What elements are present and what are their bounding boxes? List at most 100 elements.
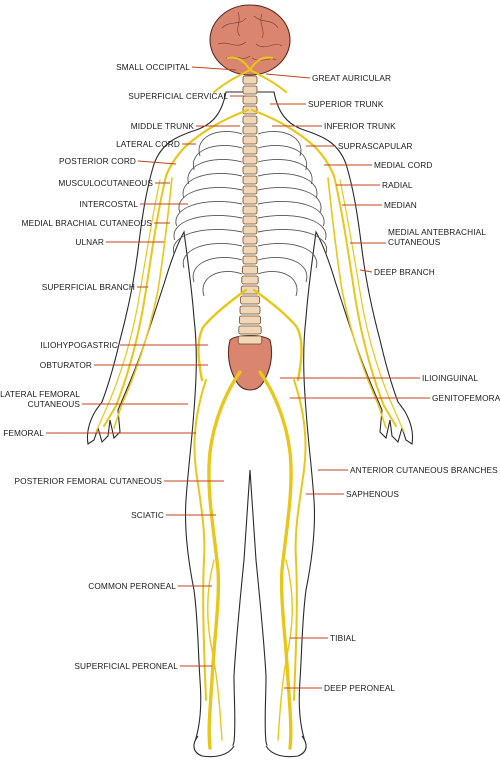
vertebra [242, 125, 258, 135]
label-lateral-cord: LATERAL CORD [116, 139, 180, 149]
vertebra [242, 235, 258, 245]
vertebra [238, 325, 262, 335]
rib [172, 229, 243, 255]
label-medial-antebrachial-cutaneous: CUTANEOUS [388, 237, 441, 247]
label-superficial-branch: SUPERFICIAL BRANCH [42, 282, 135, 292]
rib [257, 145, 308, 171]
label-inferior-trunk: INFERIOR TRUNK [324, 121, 396, 131]
vertebra [242, 135, 258, 145]
lumbar-plexus-left [197, 288, 248, 382]
rib [198, 131, 243, 157]
label-lateral-femoral: LATERAL FEMORAL [0, 389, 80, 399]
rib [187, 159, 243, 185]
vertebra [237, 335, 263, 345]
rib [257, 173, 318, 199]
left-arm-ulnar [113, 177, 173, 429]
vertebra [242, 255, 258, 265]
right-peroneal [277, 559, 293, 741]
label-genitofemoral: GENITOFEMORAL [432, 393, 500, 403]
rib [257, 159, 313, 185]
label-intercostal: INTERCOSTAL [79, 199, 138, 209]
vertebra [242, 85, 258, 95]
label-sciatic: SCIATIC [131, 510, 164, 520]
vertebra [241, 265, 258, 275]
vertebra [242, 175, 258, 185]
left-peroneal [207, 559, 223, 741]
label-ulnar: ULNAR [75, 237, 104, 247]
label-medial-brachial-cutaneous: MEDIAL BRACHIAL CUTANEOUS [22, 218, 153, 228]
nerves [95, 56, 405, 750]
label-ilioinguinal: ILIOINGUINAL [422, 373, 478, 383]
left-sciatic [207, 370, 242, 750]
vertebra [242, 115, 258, 125]
label-superficial-cervical: SUPERFICIAL CERVICAL [128, 91, 228, 101]
label-medial-antebrachial: MEDIAL ANTEBRACHIAL [388, 227, 486, 237]
torso-outline [86, 91, 414, 757]
vertebra [242, 245, 258, 255]
rib [173, 215, 243, 241]
cervical-plexus [213, 56, 287, 93]
brain [209, 4, 291, 76]
vertebra [242, 95, 258, 105]
label-iliohypogastric: ILIOHYPOGASTRIC [40, 340, 118, 350]
label-posterior-cord: POSTERIOR CORD [59, 156, 136, 166]
label-saphenous: SAPHENOUS [346, 489, 399, 499]
vertebra [242, 185, 258, 195]
label-median: MEDIAN [384, 200, 417, 210]
label-deep-peroneal: DEEP PERONEAL [324, 683, 396, 693]
vertebra [242, 225, 258, 235]
rib [182, 173, 243, 199]
vertebra [242, 145, 258, 155]
vertebra [239, 305, 261, 315]
right-arm-radial [333, 175, 397, 427]
vertebra [238, 315, 261, 325]
rib [192, 257, 243, 283]
brachial-plexus-left [164, 108, 250, 178]
vertebra [240, 295, 260, 305]
label-small-occipital: SMALL OCCIPITAL [116, 62, 190, 72]
rib [257, 131, 302, 157]
label-posterior-femoral-cutaneous: POSTERIOR FEMORAL CUTANEOUS [15, 476, 163, 486]
rib [257, 243, 318, 269]
right-sciatic [258, 370, 293, 750]
left-arm-radial [103, 175, 167, 427]
ribcage [172, 131, 328, 297]
label-anterior-cutaneous-branches: ANTERIOR CUTANEOUS BRANCHES [350, 465, 498, 475]
rib [257, 201, 325, 227]
left-arm-median [95, 179, 161, 433]
leader-lines [46, 66, 430, 689]
label-suprascapular: SUPRASCAPULAR [338, 141, 413, 151]
right-labels: GREAT AURICULAR SUPERIOR TRUNK INFERIOR … [308, 73, 500, 693]
label-tibial: TIBIAL [330, 633, 356, 643]
rib [257, 271, 298, 297]
vertebra [242, 195, 258, 205]
right-arm-median [339, 179, 405, 433]
left-labels: SMALL OCCIPITAL SUPERFICIAL CERVICAL MID… [0, 62, 228, 671]
vertebra [242, 205, 258, 215]
vertebra [242, 215, 258, 225]
label-superficial-peroneal: SUPERFICIAL PERONEAL [74, 661, 178, 671]
rib [182, 243, 243, 269]
label-medial-cord: MEDIAL CORD [374, 160, 432, 170]
vertebra [242, 75, 258, 85]
rib [257, 187, 322, 213]
label-obturator: OBTURATOR [40, 360, 92, 370]
vertebra [242, 105, 258, 115]
lumbar-plexus-right [252, 288, 303, 382]
vertebra [242, 165, 258, 175]
vertebra [242, 155, 258, 165]
label-musculocutaneous: MUSCULOCUTANEOUS [58, 178, 153, 188]
label-middle-trunk: MIDDLE TRUNK [131, 121, 195, 131]
rib [257, 229, 328, 255]
vertebra [241, 275, 259, 285]
vertebra [240, 285, 260, 295]
label-common-peroneal: COMMON PERONEAL [88, 581, 176, 591]
rib [257, 215, 327, 241]
label-deep-branch: DEEP BRANCH [374, 267, 435, 277]
right-femoral [293, 379, 307, 701]
left-foot [193, 735, 235, 758]
rib [257, 257, 308, 283]
right-foot [265, 735, 307, 758]
label-lateral-femoral-cutaneous: CUTANEOUS [28, 399, 81, 409]
